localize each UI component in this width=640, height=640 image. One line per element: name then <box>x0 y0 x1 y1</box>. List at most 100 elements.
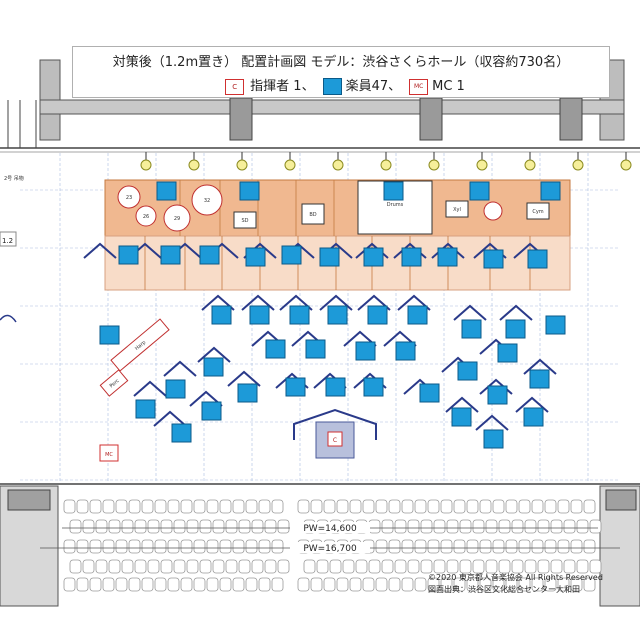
legend-box: 対策後（1.2m置き） 配置計画図 モデル：渋谷さくらホール（収容約730名） … <box>72 46 610 98</box>
player-seat <box>545 315 566 335</box>
audience-seat <box>407 519 420 534</box>
audience-seat <box>544 577 557 592</box>
audience-seat <box>193 577 206 592</box>
perc-box-label: SD <box>241 218 248 224</box>
player-seat <box>383 181 404 201</box>
music-stand <box>431 242 465 259</box>
audience-seat <box>557 539 570 554</box>
column-1 <box>229 97 253 141</box>
audience-seat <box>466 577 479 592</box>
audience-seat <box>251 519 264 534</box>
audience-seat <box>160 519 173 534</box>
timpani-label: 23 <box>126 195 132 201</box>
conductor-marker <box>327 431 343 447</box>
audience-seat <box>95 519 108 534</box>
audience-seat <box>310 577 323 592</box>
music-stand <box>499 304 533 321</box>
audience-seat <box>232 499 245 514</box>
audience-seat <box>498 559 511 574</box>
perc-box <box>233 211 257 229</box>
player-seat <box>325 377 346 397</box>
music-stand <box>153 410 187 427</box>
audience-seat <box>128 539 141 554</box>
audience-seat <box>173 519 186 534</box>
player-seat <box>99 325 120 345</box>
player-seat <box>395 341 416 361</box>
audience-seat <box>511 559 524 574</box>
audience-seat <box>102 577 115 592</box>
audience-seat <box>368 519 381 534</box>
music-stand <box>383 330 417 347</box>
audience-seat <box>147 559 160 574</box>
perc-box-label: Xyl <box>453 207 461 213</box>
audience-seat <box>518 539 531 554</box>
player-seat <box>305 339 326 359</box>
audience-seat <box>505 577 518 592</box>
audience-seat <box>472 519 485 534</box>
audience-seat <box>498 519 511 534</box>
audience-seat <box>271 539 284 554</box>
audience-seat <box>245 577 258 592</box>
player-seat <box>237 383 258 403</box>
audience-seat <box>414 577 427 592</box>
player-seat <box>529 369 550 389</box>
audience-seat <box>180 539 193 554</box>
audience-seat <box>505 539 518 554</box>
music-stand <box>357 294 391 311</box>
audience-seat <box>238 559 251 574</box>
audience-seat <box>186 519 199 534</box>
audience-seat <box>206 499 219 514</box>
audience-seat <box>583 539 596 554</box>
audience-seat <box>349 499 362 514</box>
perc-box <box>301 203 325 225</box>
audience-seat <box>427 499 440 514</box>
perc-drum <box>483 201 503 221</box>
audience-seat <box>414 539 427 554</box>
player-seat <box>497 343 518 363</box>
player-seat <box>469 181 490 201</box>
audience-seat <box>401 577 414 592</box>
audience-seat <box>271 499 284 514</box>
music-stand <box>343 330 377 347</box>
audience-seat <box>440 499 453 514</box>
audience-seat <box>505 499 518 514</box>
audience-seat <box>479 539 492 554</box>
audience-seat <box>401 499 414 514</box>
audience-seat <box>232 577 245 592</box>
audience-seat <box>518 577 531 592</box>
audience-seat <box>154 499 167 514</box>
audience-seat <box>115 539 128 554</box>
audience-seat <box>69 519 82 534</box>
audience-seat <box>76 577 89 592</box>
perc-box-label: Cym <box>532 209 543 215</box>
audience-seat <box>563 519 576 534</box>
player-seat <box>160 245 181 265</box>
audience-seat <box>531 499 544 514</box>
audience-seat <box>420 519 433 534</box>
player-seat <box>363 247 384 267</box>
audience-seat <box>557 499 570 514</box>
audience-seat <box>524 559 537 574</box>
player-seat <box>135 399 156 419</box>
player-seat <box>319 247 340 267</box>
audience-seat <box>394 559 407 574</box>
audience-seat <box>212 559 225 574</box>
perc-side-stand: Perc <box>99 369 129 397</box>
music-stand <box>397 294 431 311</box>
audience-seat <box>375 577 388 592</box>
audience-seat <box>576 519 589 534</box>
audience-seat <box>492 539 505 554</box>
left-dim-label: 1.2 <box>2 237 13 245</box>
audience-seat <box>167 499 180 514</box>
player-seat <box>199 245 220 265</box>
audience-seat <box>154 539 167 554</box>
audience-seat <box>388 539 401 554</box>
audience-seat <box>258 539 271 554</box>
player-seat <box>289 305 310 325</box>
player-seat <box>239 181 260 201</box>
audience-seat <box>76 539 89 554</box>
audience-seat <box>147 519 160 534</box>
audience-seat <box>570 577 583 592</box>
audience-seat <box>544 499 557 514</box>
